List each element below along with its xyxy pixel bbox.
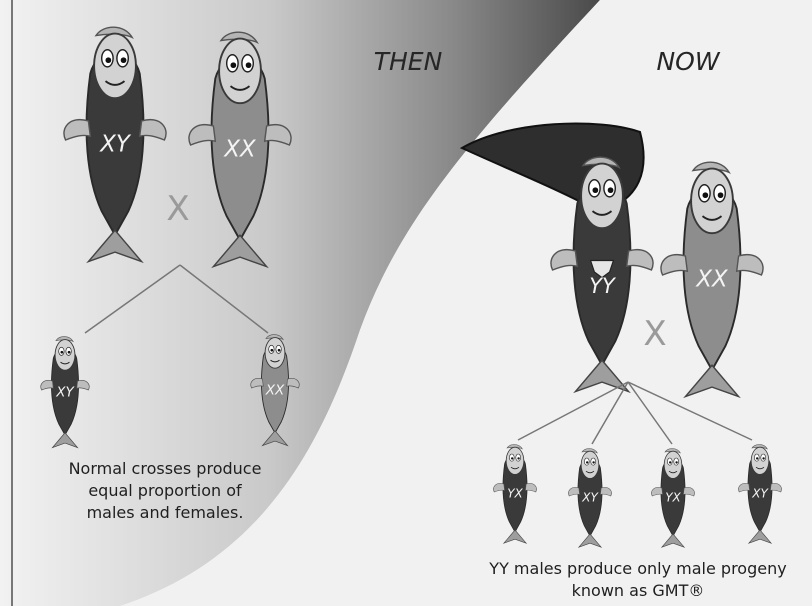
now-heading: NOW xyxy=(656,47,720,76)
now-male-parent-label: YY xyxy=(589,274,617,298)
now-caption-line-1: YY males produce only male progeny xyxy=(488,559,786,578)
now-offspring-label-2: XY xyxy=(581,491,599,505)
now-offspring-fish-2: XY xyxy=(568,448,612,548)
then-caption-line-3: males and females. xyxy=(87,503,244,522)
now-offspring-fish-3: YX xyxy=(651,448,695,548)
then-female-parent-label: XX xyxy=(223,136,257,162)
then-male-parent-label: XY xyxy=(99,131,132,157)
then-offspring-label-2: XX xyxy=(265,382,285,398)
then-caption-line-2: equal proportion of xyxy=(88,481,242,500)
now-female-parent-fish: XX xyxy=(660,161,764,398)
then-offspring-fish-2: XX xyxy=(250,334,300,447)
now-offspring-label-4: XY xyxy=(751,487,769,501)
then-cross-symbol: X xyxy=(166,189,189,229)
now-female-parent-label: XX xyxy=(695,266,729,292)
then-female-parent-fish: XX xyxy=(188,31,292,268)
now-offspring-label-1: YX xyxy=(507,487,523,501)
superman-emblem xyxy=(589,259,615,279)
now-branch-lines xyxy=(517,381,753,445)
then-panel-background xyxy=(0,0,600,606)
now-offspring-label-3: YX xyxy=(665,491,681,505)
then-heading: THEN xyxy=(374,47,443,76)
now-offspring-fish-1: YX xyxy=(493,444,537,544)
now-offspring-fish-4: XY xyxy=(738,444,782,544)
now-male-parent-fish: YY xyxy=(550,156,654,393)
then-male-parent-fish: XY xyxy=(63,26,167,263)
then-offspring-fish-1: XY xyxy=(40,336,90,449)
then-offspring-label-1: XY xyxy=(55,384,75,400)
now-cross-symbol: X xyxy=(643,314,666,354)
then-caption-line-1: Normal crosses produce xyxy=(69,459,262,478)
then-branch-lines xyxy=(84,264,269,334)
now-caption-line-2: known as GMT® xyxy=(572,581,705,600)
